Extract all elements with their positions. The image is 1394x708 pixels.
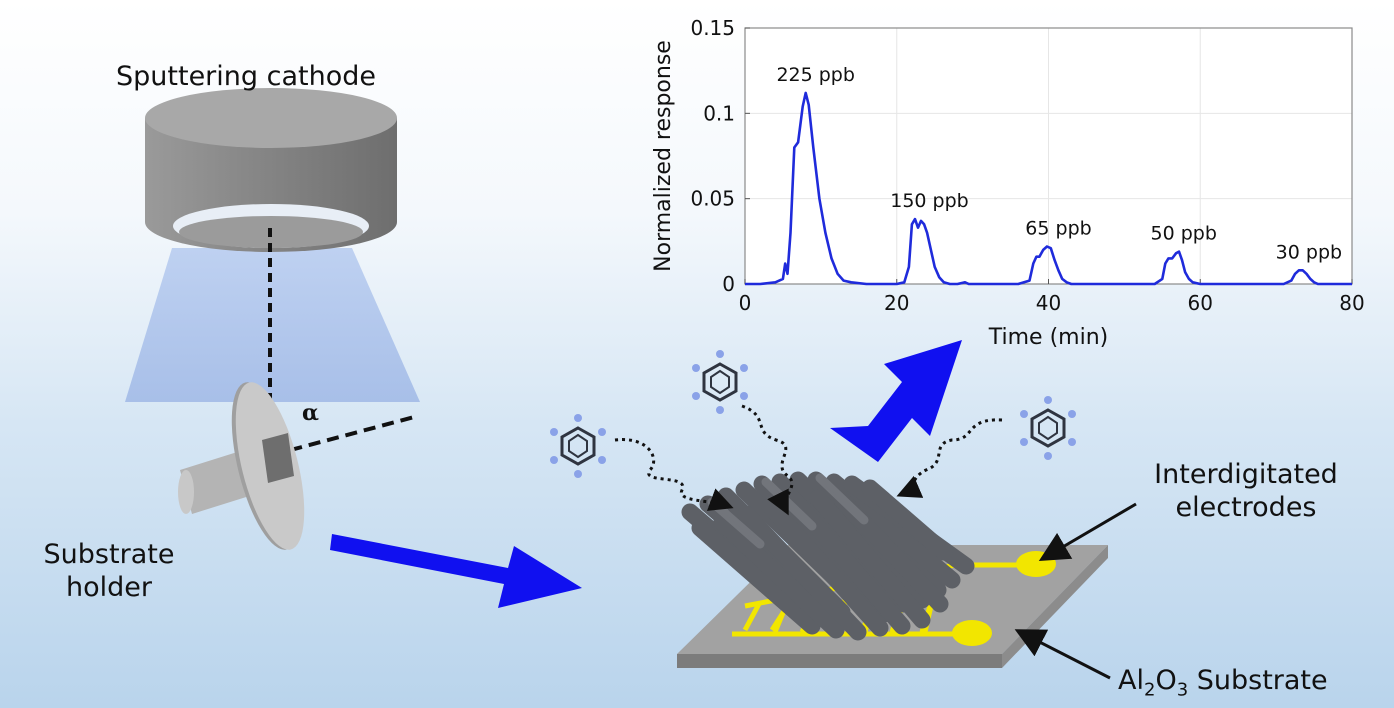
peak-label: 225 ppb: [776, 64, 855, 86]
x-tick-label: 20: [884, 291, 909, 315]
x-tick-label: 80: [1339, 291, 1364, 315]
label-substrate-holder-line1: Substrate: [43, 539, 175, 570]
peak-label: 65 ppb: [1025, 217, 1091, 239]
x-tick-label: 60: [1188, 291, 1213, 315]
substrate-holder: [178, 382, 305, 550]
y-axis-label: Normalized response: [651, 40, 676, 272]
substrate-word: Substrate: [1188, 665, 1328, 696]
y-tick-label: 0.1: [703, 101, 735, 125]
sputtering-cathode: [145, 88, 397, 252]
substrate-al: Al: [1118, 665, 1144, 696]
diffusion-paths: [614, 404, 1003, 516]
substrate-o: O: [1155, 665, 1177, 696]
plasma-cone: [125, 248, 420, 402]
benzene-molecule-2: [692, 350, 748, 414]
peak-label: 150 ppb: [890, 190, 969, 212]
label-angle-alpha: α: [302, 400, 319, 426]
label-substrate-holder: Substrate holder: [34, 538, 184, 604]
peak-label: 30 ppb: [1276, 241, 1342, 263]
label-substrate-holder-line2: holder: [66, 572, 152, 603]
response-trace: [745, 91, 1352, 286]
benzene-molecule-1: [550, 414, 606, 478]
pointer-substrate: [1014, 629, 1111, 680]
nanorod-array: [681, 471, 975, 641]
contact-pad-bottom: [952, 620, 992, 646]
y-tick-label: 0.15: [690, 16, 735, 40]
x-axis-label: Time (min): [988, 325, 1109, 350]
peak-label: 50 ppb: [1150, 223, 1216, 245]
y-tick-label: 0.05: [690, 187, 735, 211]
y-tick-label: 0: [722, 272, 735, 296]
substrate-sub-3: 3: [1176, 679, 1189, 701]
label-sputtering-cathode: Sputtering cathode: [116, 61, 376, 92]
label-electrodes-line2: electrodes: [1175, 492, 1317, 523]
substrate-sub-2: 2: [1143, 679, 1156, 701]
flow-arrow-to-sensor: [330, 534, 582, 608]
label-al2o3-substrate: Al2O3 Substrate: [1118, 664, 1328, 706]
benzene-molecule-3: [1020, 396, 1076, 460]
label-electrodes-line1: Interdigitated: [1154, 459, 1338, 490]
flow-arrow-to-chart: [830, 340, 962, 462]
pointer-electrodes: [1038, 502, 1137, 562]
x-tick-label: 40: [1036, 291, 1061, 315]
label-interdigitated-electrodes: Interdigitated electrodes: [1148, 458, 1344, 524]
x-tick-label: 0: [739, 291, 752, 315]
